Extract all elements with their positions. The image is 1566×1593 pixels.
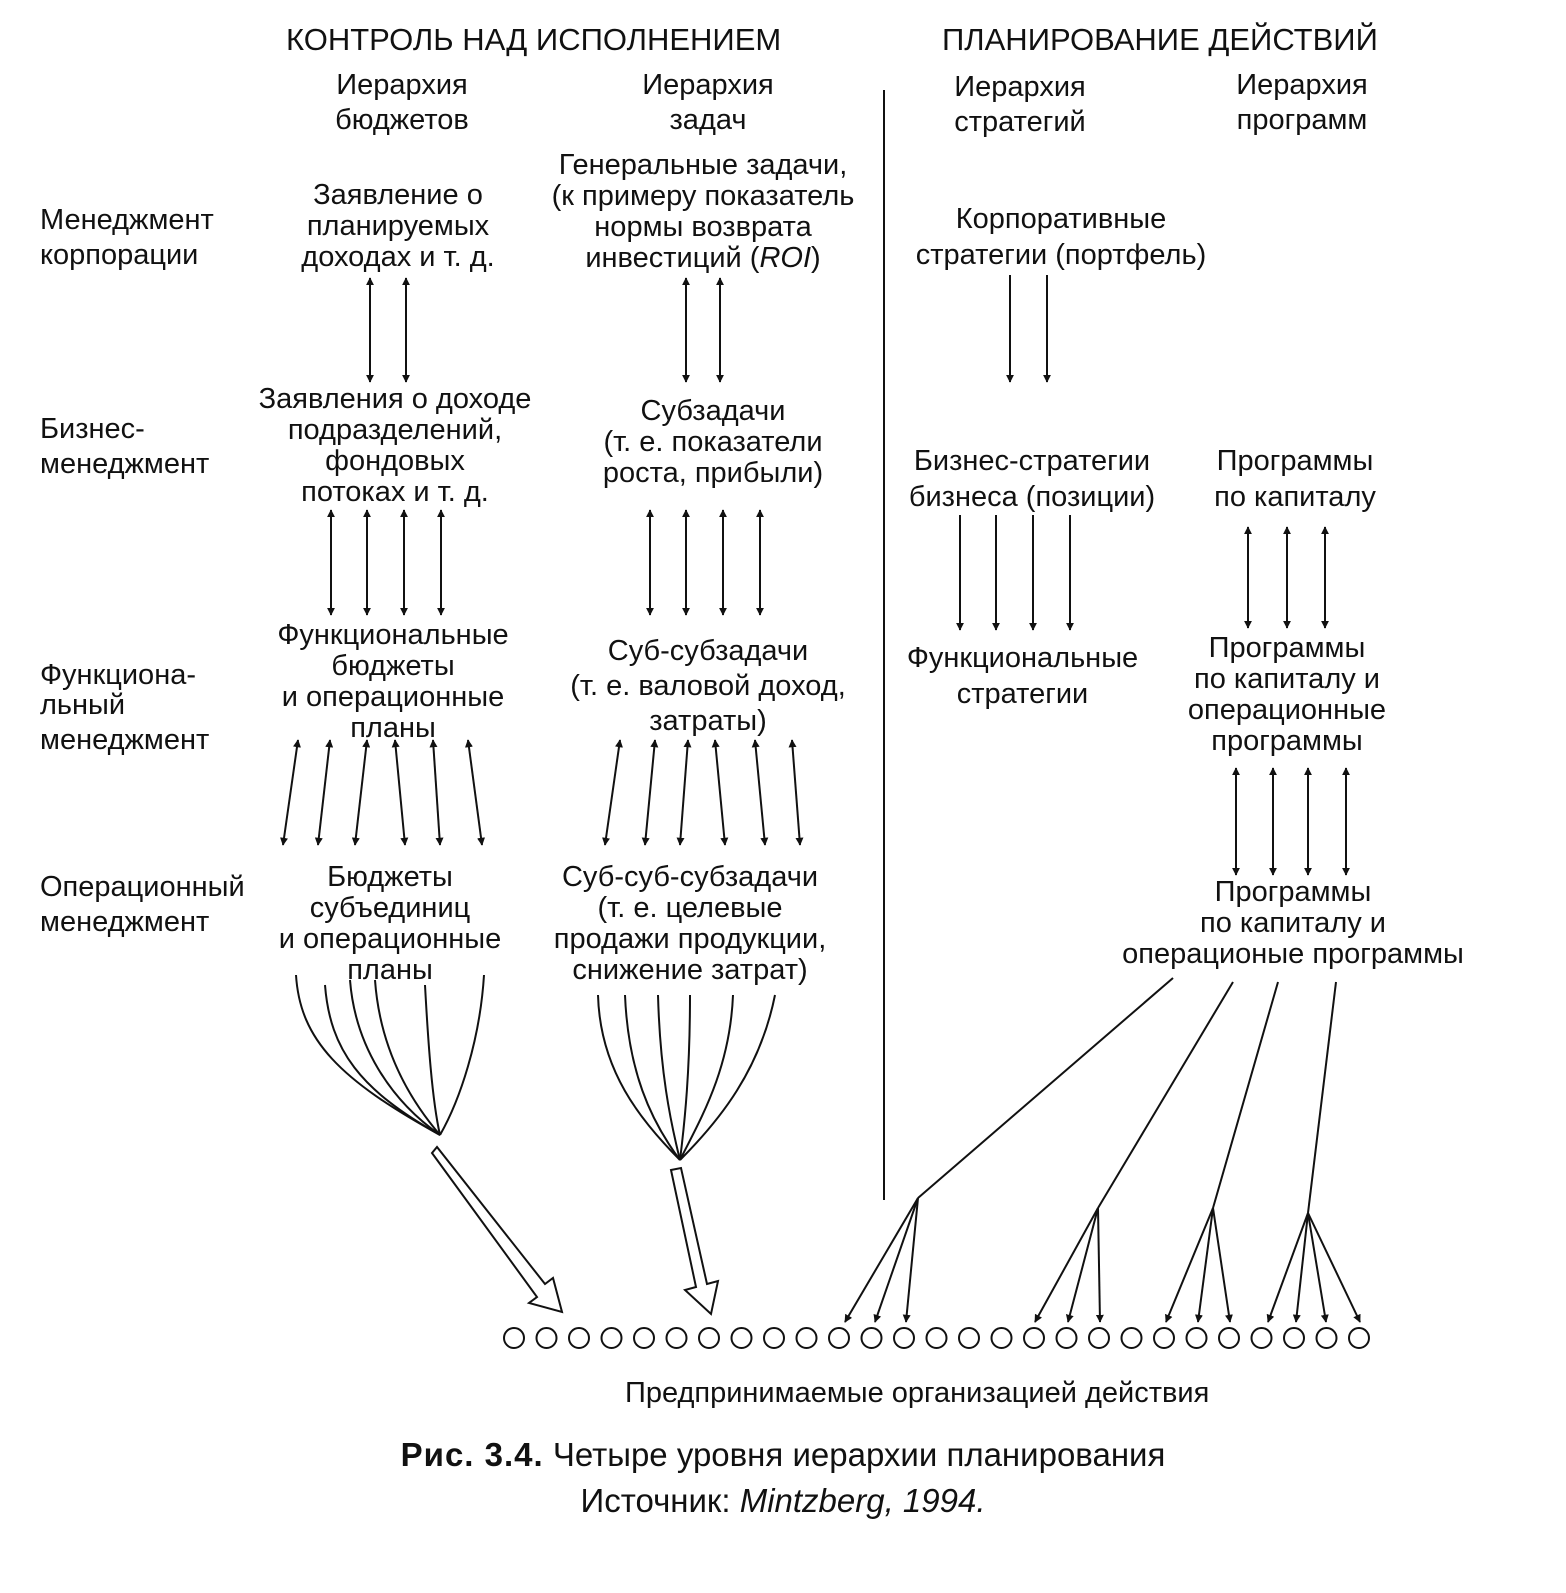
actions-label: Предпринимаемые организацией действия (625, 1377, 1210, 1409)
hub-line (1097, 981, 1234, 1209)
action-circle (828, 1327, 850, 1349)
action-circle (665, 1327, 688, 1349)
action-arrow (1266, 1212, 1309, 1323)
action-circle (795, 1327, 818, 1349)
row-label-business: Бизнес-менеджмент (40, 413, 210, 480)
action-circle (730, 1327, 753, 1349)
budget-hollow-arrow (430, 1145, 564, 1314)
budget-link-arrow (280, 739, 301, 846)
budget-link-arrow (314, 739, 334, 846)
cell-tasks-corporate: Генеральные задачи,(к примеру показатель… (551, 149, 855, 274)
budget-link-arrow (464, 739, 486, 846)
action-arrow (1307, 1212, 1361, 1323)
action-circle (1283, 1327, 1305, 1349)
budget-link-arrow (351, 739, 371, 846)
task-link-arrow (602, 739, 623, 846)
action-arrow (1034, 1207, 1099, 1323)
action-circle (1348, 1327, 1370, 1349)
action-circle (860, 1327, 883, 1349)
action-arrow (1292, 1212, 1309, 1323)
action-circle (893, 1327, 915, 1349)
task-link-arrow (788, 739, 804, 846)
action-circle (1218, 1327, 1240, 1349)
action-arrow (873, 1197, 919, 1323)
action-circle (535, 1327, 558, 1349)
task-convergence-lines (597, 994, 776, 1161)
figure-source: Источник: Mintzberg, 1994. (0, 1482, 1566, 1520)
task-link-arrow (641, 739, 659, 846)
action-arrow (1194, 1207, 1214, 1323)
budget-link-arrow (391, 739, 409, 846)
task-hollow-arrow (669, 1166, 720, 1316)
action-circle (1055, 1327, 1078, 1349)
action-arrow (1065, 1207, 1099, 1323)
hub-line (1307, 981, 1337, 1214)
action-circle (990, 1327, 1013, 1349)
header-planning: ПЛАНИРОВАНИЕ ДЕЙСТВИЙ (942, 22, 1378, 57)
action-arrow (1165, 1207, 1214, 1323)
header-control: КОНТРОЛЬ НАД ИСПОЛНЕНИЕМ (286, 22, 782, 57)
figure-caption: Рис. 3.4. Четыре уровня иерархии планиро… (0, 1436, 1566, 1474)
action-circle (1120, 1327, 1143, 1349)
action-circle (1088, 1327, 1110, 1349)
hub-line (917, 977, 1174, 1199)
action-circle (763, 1327, 785, 1349)
action-circle (1185, 1327, 1208, 1349)
action-circle (698, 1327, 720, 1349)
action-circle (1023, 1327, 1045, 1349)
action-arrow (1212, 1207, 1233, 1323)
action-circle (503, 1327, 525, 1349)
budget-convergence-lines (295, 974, 485, 1136)
action-arrow (902, 1197, 919, 1323)
task-link-arrow (676, 739, 692, 846)
action-arrow (1095, 1207, 1104, 1323)
budget-link-arrow (429, 739, 444, 846)
action-arrow (844, 1197, 919, 1323)
action-circle (633, 1327, 655, 1349)
hub-line (1212, 981, 1279, 1209)
caption-title: Четыре уровня иерархии планирования (552, 1436, 1166, 1473)
action-arrow (1307, 1212, 1329, 1323)
action-circle (1315, 1327, 1338, 1349)
source-citation: Mintzberg, 1994. (739, 1482, 986, 1519)
action-circle (1153, 1327, 1175, 1349)
action-circle (600, 1327, 623, 1349)
caption-prefix: Рис. 3.4. (400, 1436, 544, 1473)
action-circle (958, 1327, 980, 1349)
action-circle (568, 1327, 590, 1349)
source-label: Источник: (580, 1482, 731, 1519)
task-link-arrow (751, 739, 769, 846)
task-link-arrow (711, 739, 729, 846)
action-circle (1250, 1327, 1273, 1349)
cell-tasks-functional: Суб-субзадачи(т. е. валовой доход,затрат… (570, 635, 846, 737)
action-circle (925, 1327, 948, 1349)
